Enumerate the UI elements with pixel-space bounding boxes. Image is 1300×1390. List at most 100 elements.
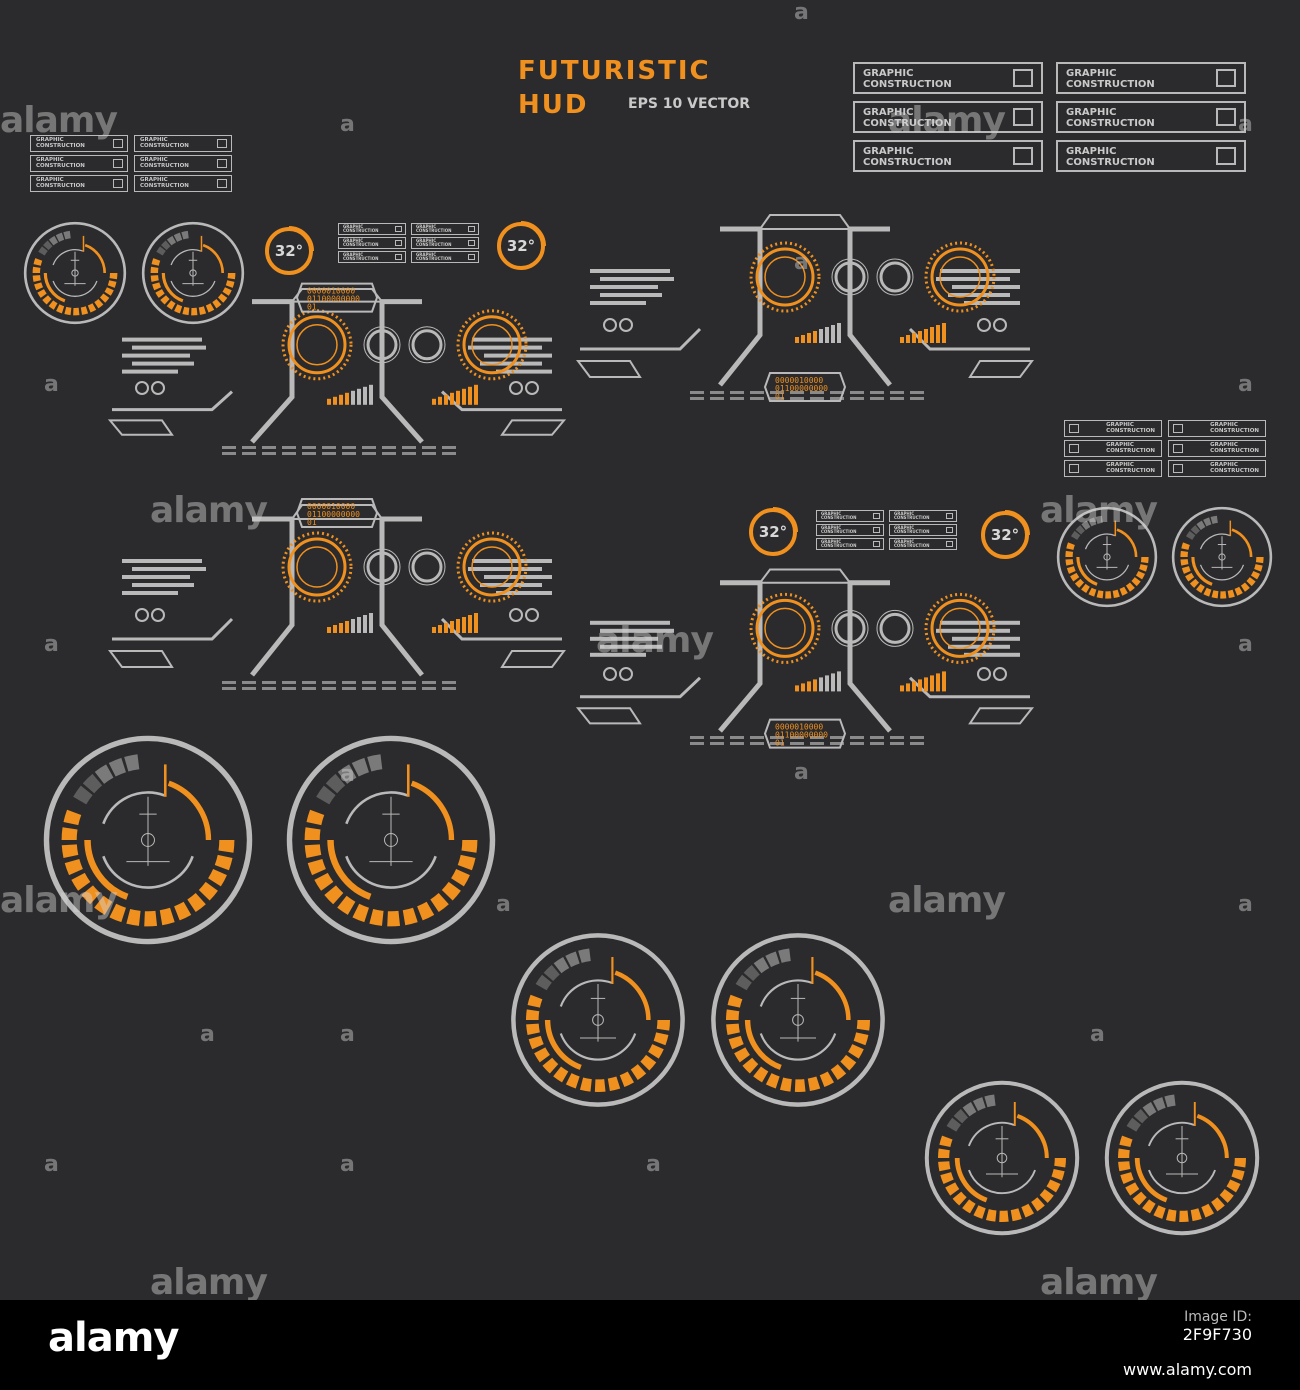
checkbox-square-icon xyxy=(946,527,953,533)
radar-gauge xyxy=(40,732,256,948)
gauge-dial xyxy=(141,221,245,325)
gauge-dial xyxy=(511,933,685,1107)
svg-text:01100000000: 01100000000 xyxy=(307,295,360,304)
svg-text:0000010000: 0000010000 xyxy=(307,502,355,511)
svg-text:0000010000: 0000010000 xyxy=(775,376,823,385)
radar-gauge xyxy=(1170,505,1274,609)
checkbox-square-icon xyxy=(217,159,227,168)
checkbox-square-icon xyxy=(946,513,953,519)
gauge-dial xyxy=(286,735,496,945)
radar-gauge xyxy=(508,930,688,1110)
watermark-logo: alamy xyxy=(888,100,1006,141)
radar-gauge xyxy=(140,220,246,326)
checkbox-square-icon xyxy=(873,541,880,547)
watermark-mark: a xyxy=(646,1152,661,1177)
watermark-mark: a xyxy=(1238,632,1253,657)
temperature-badge: 32° xyxy=(494,219,548,273)
radar-gauge xyxy=(1055,505,1159,609)
gauge-dial xyxy=(23,221,127,325)
radar-gauge xyxy=(22,220,128,326)
temperature-value: 32° xyxy=(758,523,788,541)
gauge-dial xyxy=(924,1080,1080,1236)
watermark-mark: a xyxy=(44,632,59,657)
checkbox-square-icon xyxy=(1013,108,1033,126)
watermark-mark: a xyxy=(44,1152,59,1177)
gauge-dial xyxy=(43,735,253,945)
checkbox-square-icon xyxy=(395,254,402,260)
footer-image-id: Image ID:2F9F730 xyxy=(1183,1306,1252,1344)
svg-text:01100000000: 01100000000 xyxy=(775,731,828,740)
watermark-mark: a xyxy=(794,250,809,275)
badge-ring-icon xyxy=(981,510,1030,559)
checkbox-square-icon xyxy=(1216,108,1236,126)
watermark-logo: alamy xyxy=(150,1262,268,1300)
checkbox-square-icon xyxy=(1013,147,1033,165)
watermark-logo: alamy xyxy=(596,620,714,661)
watermark-logo: alamy xyxy=(0,880,118,921)
radar-gauge xyxy=(922,1078,1082,1238)
watermark-logo: alamy xyxy=(1040,1262,1158,1300)
checkbox-square-icon xyxy=(1173,424,1183,433)
svg-text:01100000000: 01100000000 xyxy=(775,384,828,393)
gauge-dial xyxy=(1056,506,1158,608)
svg-text:01100000000: 01100000000 xyxy=(307,510,360,519)
checkbox-square-icon xyxy=(395,240,402,246)
gauge-dial xyxy=(1104,1080,1260,1236)
watermark-mark: a xyxy=(1238,892,1253,917)
watermark-mark: a xyxy=(200,1022,215,1047)
watermark-mark: a xyxy=(340,762,355,787)
gauge-dial xyxy=(1171,506,1273,608)
checkbox-square-icon xyxy=(113,159,123,168)
watermark-mark: a xyxy=(44,372,59,397)
checkbox-square-icon xyxy=(217,179,227,188)
checkbox-square-icon xyxy=(468,240,475,246)
svg-text:01: 01 xyxy=(775,739,785,748)
radar-gauge xyxy=(708,930,888,1110)
temperature-value: 32° xyxy=(990,526,1020,544)
checkbox-square-icon xyxy=(1216,147,1236,165)
svg-text:01: 01 xyxy=(307,518,317,527)
checkbox-square-icon xyxy=(873,527,880,533)
badge-ring-icon xyxy=(749,507,798,556)
watermark-mark: a xyxy=(1238,112,1253,137)
checkbox-square-icon xyxy=(1069,424,1079,433)
image-id-value: 2F9F730 xyxy=(1182,1325,1252,1344)
radar-gauge xyxy=(1102,1078,1262,1238)
svg-text:01: 01 xyxy=(775,392,785,401)
subtitle-eps: EPS 10 VECTOR xyxy=(628,96,751,112)
checkbox-square-icon xyxy=(1069,464,1079,473)
temperature-value: 32° xyxy=(274,242,304,260)
watermark-mark: a xyxy=(794,760,809,785)
temperature-value: 32° xyxy=(506,237,536,255)
checkbox-square-icon xyxy=(217,139,227,148)
watermark-mark: a xyxy=(340,1022,355,1047)
watermark-logo: alamy xyxy=(150,490,268,531)
watermark-mark: a xyxy=(1238,372,1253,397)
watermark-mark: a xyxy=(340,1152,355,1177)
gauge-dial xyxy=(711,933,885,1107)
watermark-mark: a xyxy=(340,112,355,137)
